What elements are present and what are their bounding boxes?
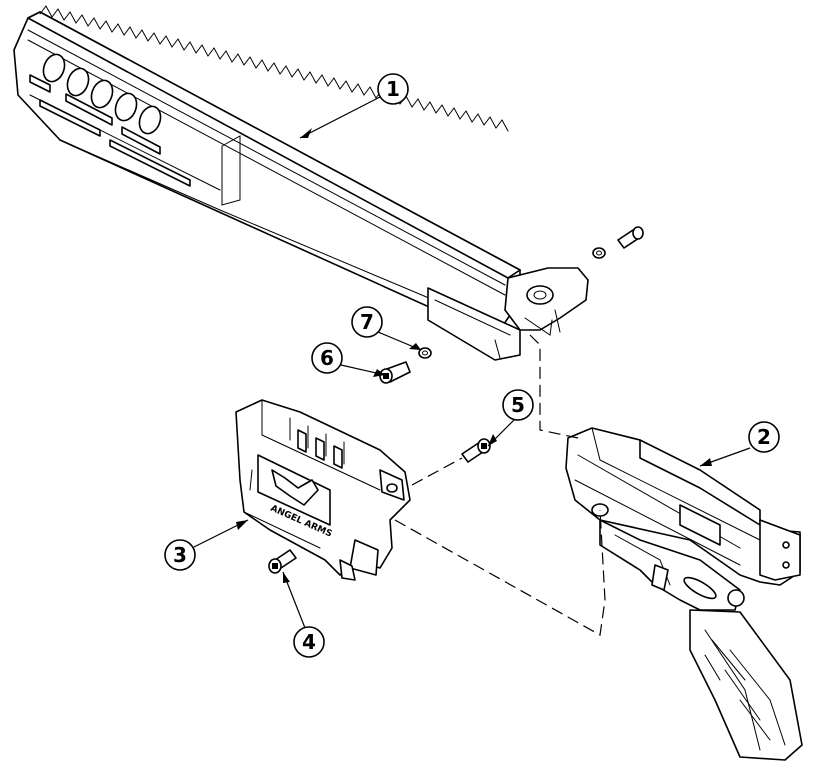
callout-7: 7 <box>351 306 383 338</box>
part-3-lower-receiver: ANGEL ARMS <box>235 399 411 581</box>
callout-2-label: 2 <box>757 425 771 449</box>
callout-5: 5 <box>502 389 534 421</box>
part-1-handguard <box>13 5 589 361</box>
assembly-lines <box>394 334 606 636</box>
callout-6-label: 6 <box>320 346 334 370</box>
callout-6: 6 <box>311 342 343 374</box>
part-5-screw <box>461 438 491 463</box>
part-4-screw <box>268 549 297 574</box>
leader-lines <box>193 96 751 629</box>
callout-3: 3 <box>164 539 196 571</box>
callout-5-label: 5 <box>511 393 525 417</box>
upper-screw-assembly <box>592 226 644 259</box>
callout-7-label: 7 <box>360 310 374 334</box>
callout-1-label: 1 <box>386 77 400 101</box>
callout-4-label: 4 <box>302 630 316 654</box>
callout-1: 1 <box>377 73 409 105</box>
handguard-vent-holes <box>29 53 191 187</box>
callout-2: 2 <box>748 421 780 453</box>
callout-4: 4 <box>293 626 325 658</box>
callout-3-label: 3 <box>173 543 187 567</box>
part-6-screw <box>379 361 411 384</box>
part-7-washer <box>418 347 432 359</box>
part-2-receiver-grip <box>565 427 803 761</box>
